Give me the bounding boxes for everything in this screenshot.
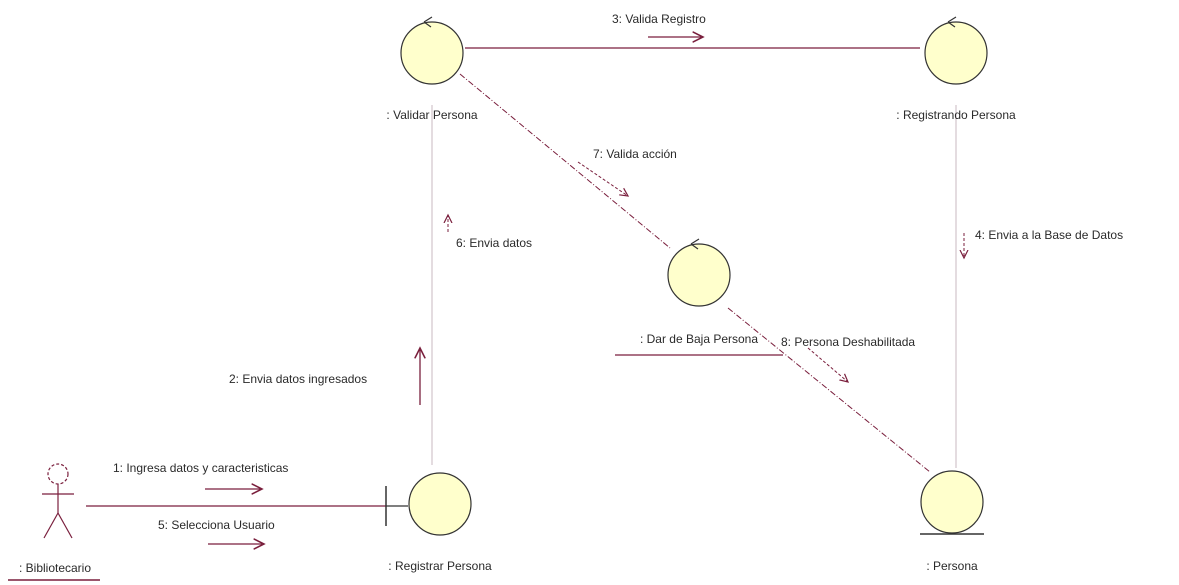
label-bibliotecario: : Bibliotecario	[18, 561, 92, 575]
object-registrar[interactable]	[385, 472, 472, 536]
label-registrar-persona: : Registrar Persona	[388, 559, 492, 573]
links	[86, 47, 957, 507]
message-2-label: 2: Envia datos ingresados	[229, 372, 368, 386]
actor-bibliotecario[interactable]	[8, 463, 100, 581]
label-registrando-persona: : Registrando Persona	[896, 108, 1016, 122]
link-validar-darbaja	[459, 73, 671, 249]
control-arrow-icon	[947, 16, 957, 28]
message-7-label: 7: Valida acción	[593, 147, 677, 161]
message-3-label: 3: Valida Registro	[612, 12, 706, 26]
link-darbaja-persona	[727, 307, 931, 473]
message-6-label: 6: Envia datos	[456, 236, 533, 250]
object-persona[interactable]	[920, 470, 984, 535]
message-4-label: 4: Envia a la Base de Datos	[975, 228, 1124, 242]
object-validar[interactable]	[400, 16, 464, 85]
message-5-label: 5: Selecciona Usuario	[158, 518, 275, 532]
control-arrow-icon	[690, 238, 700, 250]
label-dar-de-baja-persona: : Dar de Baja Persona	[639, 332, 759, 346]
label-persona: : Persona	[926, 559, 978, 573]
message-8-label: 8: Persona Deshabilitada	[781, 335, 916, 349]
message-1-label: 1: Ingresa datos y caracteristicas	[113, 461, 289, 475]
control-arrow-icon	[423, 16, 433, 28]
object-registrando[interactable]	[924, 16, 988, 85]
arrow-m7	[577, 161, 628, 196]
object-darbaja[interactable]	[667, 238, 731, 307]
arrow-m8	[807, 347, 848, 382]
label-validar-persona: : Validar Persona	[386, 108, 478, 122]
message-arrows	[205, 37, 964, 544]
